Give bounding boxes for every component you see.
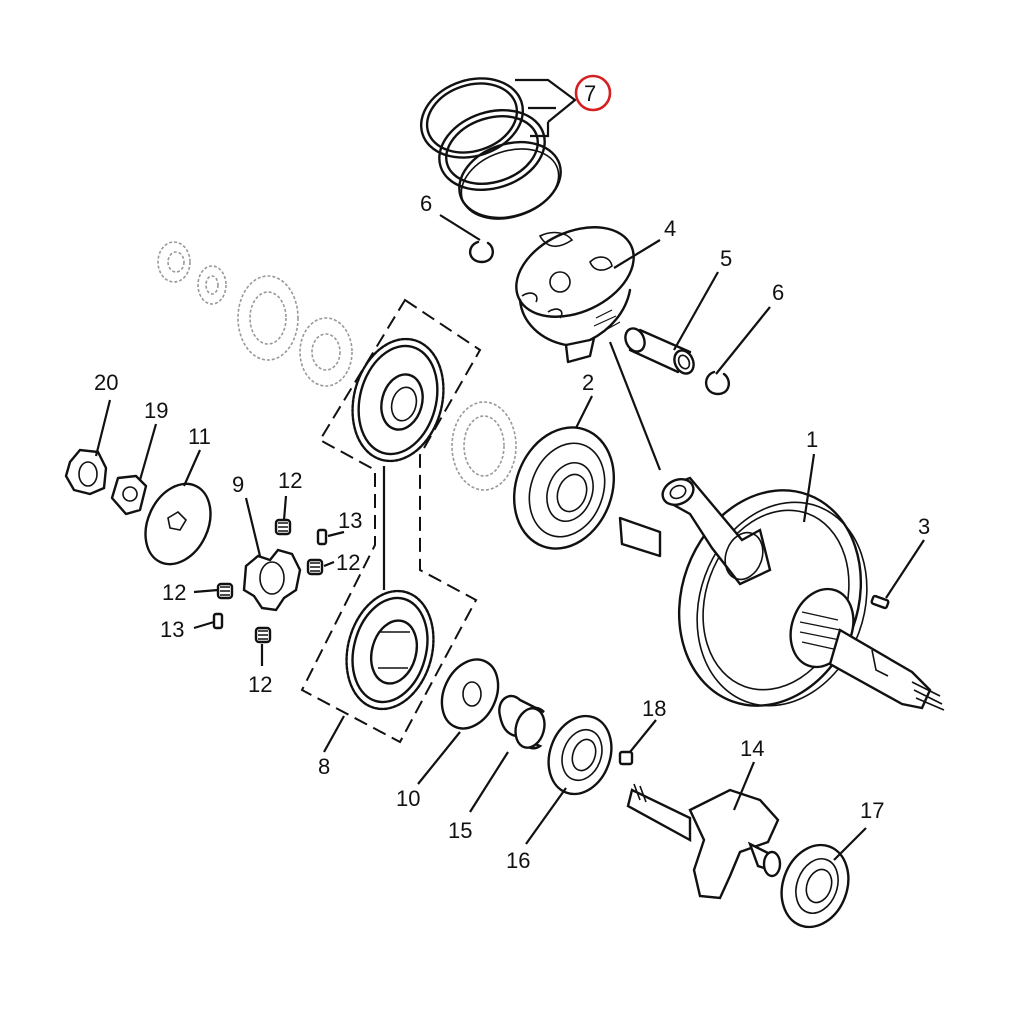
part-pins[interactable] (212, 528, 328, 630)
callout-10[interactable]: 10 (396, 786, 420, 811)
callout-7[interactable]: 7 (584, 81, 596, 106)
part-woodruff-key[interactable] (870, 594, 890, 610)
callout-labels: 1 2 3 4 5 6 6 7 8 9 10 11 12 12 12 12 13… (94, 81, 930, 873)
callout-14[interactable]: 14 (740, 736, 764, 761)
part-bearing-left-lower[interactable] (538, 707, 622, 803)
callout-8[interactable]: 8 (318, 754, 330, 779)
callout-12-bottom[interactable]: 12 (248, 672, 272, 697)
callout-6-lower[interactable]: 6 (772, 280, 784, 305)
part-piston-pin[interactable] (622, 325, 697, 376)
part-collar[interactable] (498, 694, 548, 751)
part-main-bearing[interactable] (498, 413, 631, 562)
callout-15[interactable]: 15 (448, 818, 472, 843)
callout-20[interactable]: 20 (94, 370, 118, 395)
callout-1[interactable]: 1 (806, 427, 818, 452)
callout-19[interactable]: 19 (144, 398, 168, 423)
part-balancer-shaft[interactable] (626, 783, 782, 900)
part-piston-pin-clip-lower[interactable] (705, 370, 730, 396)
callout-7-highlight (574, 74, 612, 112)
part-piston-pin-clip-upper[interactable] (469, 240, 494, 264)
callout-16[interactable]: 16 (506, 848, 530, 873)
part-plate[interactable] (133, 473, 223, 574)
part-piston-rings[interactable] (411, 66, 571, 231)
callout-12-right[interactable]: 12 (336, 550, 360, 575)
callout-9[interactable]: 9 (232, 472, 244, 497)
part-upper-gear[interactable] (339, 329, 456, 472)
callout-2[interactable]: 2 (582, 370, 594, 395)
callout-13-right[interactable]: 13 (338, 508, 362, 533)
callout-18[interactable]: 18 (642, 696, 666, 721)
bracket-7 (515, 78, 577, 138)
callout-12-top[interactable]: 12 (278, 468, 302, 493)
callout-5[interactable]: 5 (720, 246, 732, 271)
callout-13-left[interactable]: 13 (160, 617, 184, 642)
ghost-parts-upper-left (157, 241, 517, 491)
callout-4[interactable]: 4 (664, 216, 676, 241)
leader-lines (94, 214, 925, 861)
part-piston[interactable] (502, 210, 648, 364)
part-small-pin[interactable] (618, 750, 634, 766)
gear-assembly-boundary (300, 298, 482, 744)
callout-11[interactable]: 11 (188, 424, 211, 449)
part-nut[interactable] (64, 448, 108, 496)
part-springs[interactable] (216, 518, 324, 644)
part-lock-washer[interactable] (110, 474, 148, 516)
part-crankshaft[interactable] (618, 465, 945, 732)
part-damper-hub[interactable] (242, 548, 302, 612)
callout-12-left[interactable]: 12 (162, 580, 186, 605)
callout-3[interactable]: 3 (918, 514, 930, 539)
callout-6-upper[interactable]: 6 (420, 191, 432, 216)
part-bearing-right-lower[interactable] (771, 836, 860, 937)
part-washer[interactable] (431, 650, 509, 737)
callout-17[interactable]: 17 (860, 798, 884, 823)
part-lower-gear[interactable] (334, 581, 446, 719)
